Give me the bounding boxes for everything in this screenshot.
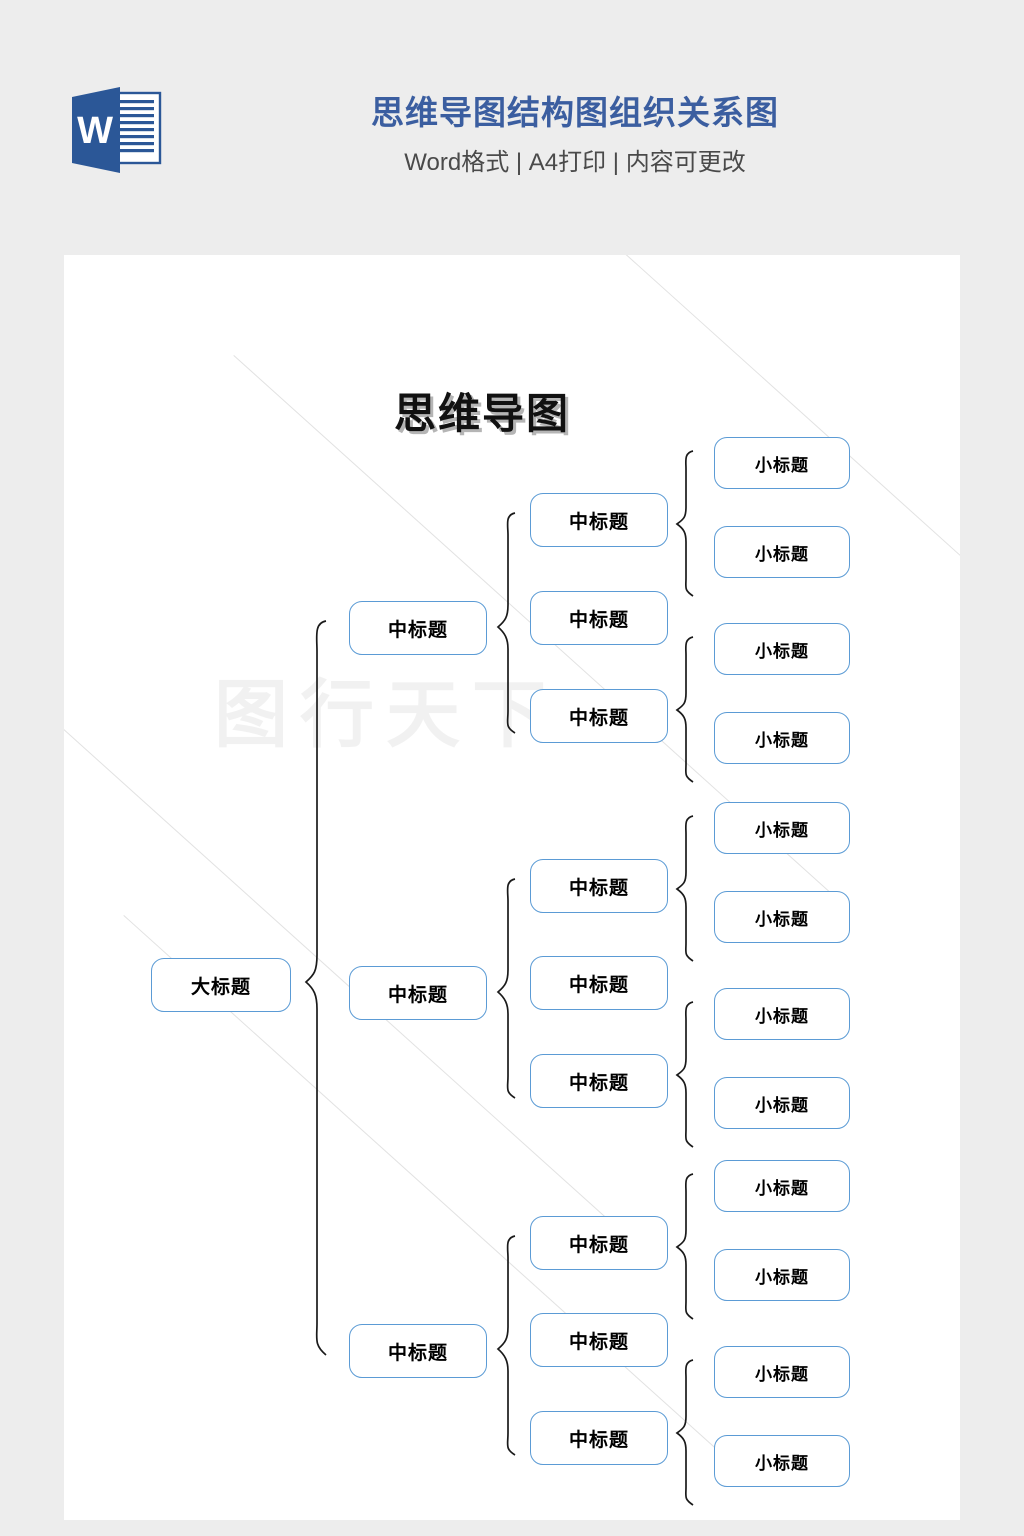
node-leaf-2-3-2[interactable]: 小标题 — [714, 1077, 850, 1129]
node-branch-2-child-1[interactable]: 中标题 — [530, 859, 668, 913]
brace-leaf-2-3 — [675, 1001, 694, 1148]
brace-leaf-3-1 — [675, 1173, 694, 1320]
brace-leaf-1-1 — [675, 450, 694, 597]
node-leaf-1-3-2[interactable]: 小标题 — [714, 712, 850, 764]
node-leaf-3-3-1[interactable]: 小标题 — [714, 1346, 850, 1398]
document-page: 图行天下 思维导图 大标题 中标题 中标题 中标题 — [64, 255, 960, 1520]
node-branch-3-child-3[interactable]: 中标题 — [530, 1411, 668, 1465]
node-branch-2-child-2[interactable]: 中标题 — [530, 956, 668, 1010]
node-branch-1-child-2[interactable]: 中标题 — [530, 591, 668, 645]
mindmap-title: 思维导图 — [394, 390, 571, 437]
node-leaf-1-1-1[interactable]: 小标题 — [714, 437, 850, 489]
node-branch-1-child-1[interactable]: 中标题 — [530, 493, 668, 547]
brace-root — [304, 620, 327, 1356]
node-leaf-3-1-2[interactable]: 小标题 — [714, 1249, 850, 1301]
page-title: 思维导图结构图组织关系图 — [371, 94, 779, 131]
node-branch-2-child-3[interactable]: 中标题 — [530, 1054, 668, 1108]
node-branch-3-child-1[interactable]: 中标题 — [530, 1216, 668, 1270]
node-branch-3-child-2[interactable]: 中标题 — [530, 1313, 668, 1367]
node-leaf-1-1-2[interactable]: 小标题 — [714, 526, 850, 578]
node-leaf-1-3-1[interactable]: 小标题 — [714, 623, 850, 675]
word-logo-icon: W — [62, 84, 174, 176]
node-branch-1[interactable]: 中标题 — [349, 601, 487, 655]
node-branch-1-child-3[interactable]: 中标题 — [530, 689, 668, 743]
brace-leaf-3-3 — [675, 1359, 694, 1506]
node-leaf-2-3-1[interactable]: 小标题 — [714, 988, 850, 1040]
brace-group-1 — [496, 512, 516, 734]
title-block: 思维导图结构图组织关系图 Word格式 | A4打印 | 内容可更改 — [180, 90, 970, 184]
node-leaf-2-1-2[interactable]: 小标题 — [714, 891, 850, 943]
page-subtitle: Word格式 | A4打印 | 内容可更改 — [404, 149, 746, 176]
page-header: W 思维导图结构图组织关系图 Word格式 | A4打印 | 内容可更改 — [0, 0, 1024, 255]
node-leaf-3-3-2[interactable]: 小标题 — [714, 1435, 850, 1487]
node-branch-3[interactable]: 中标题 — [349, 1324, 487, 1378]
node-leaf-3-1-1[interactable]: 小标题 — [714, 1160, 850, 1212]
brace-leaf-2-1 — [675, 815, 694, 962]
node-leaf-2-1-1[interactable]: 小标题 — [714, 802, 850, 854]
mindmap-diagram: 思维导图 大标题 中标题 中标题 中标题 中标题 中 — [64, 255, 960, 1520]
node-root[interactable]: 大标题 — [151, 958, 291, 1012]
brace-leaf-1-3 — [675, 636, 694, 783]
node-branch-2[interactable]: 中标题 — [349, 966, 487, 1020]
word-logo-letter: W — [77, 110, 113, 152]
brace-group-3 — [496, 1235, 516, 1456]
brace-group-2 — [496, 878, 516, 1099]
